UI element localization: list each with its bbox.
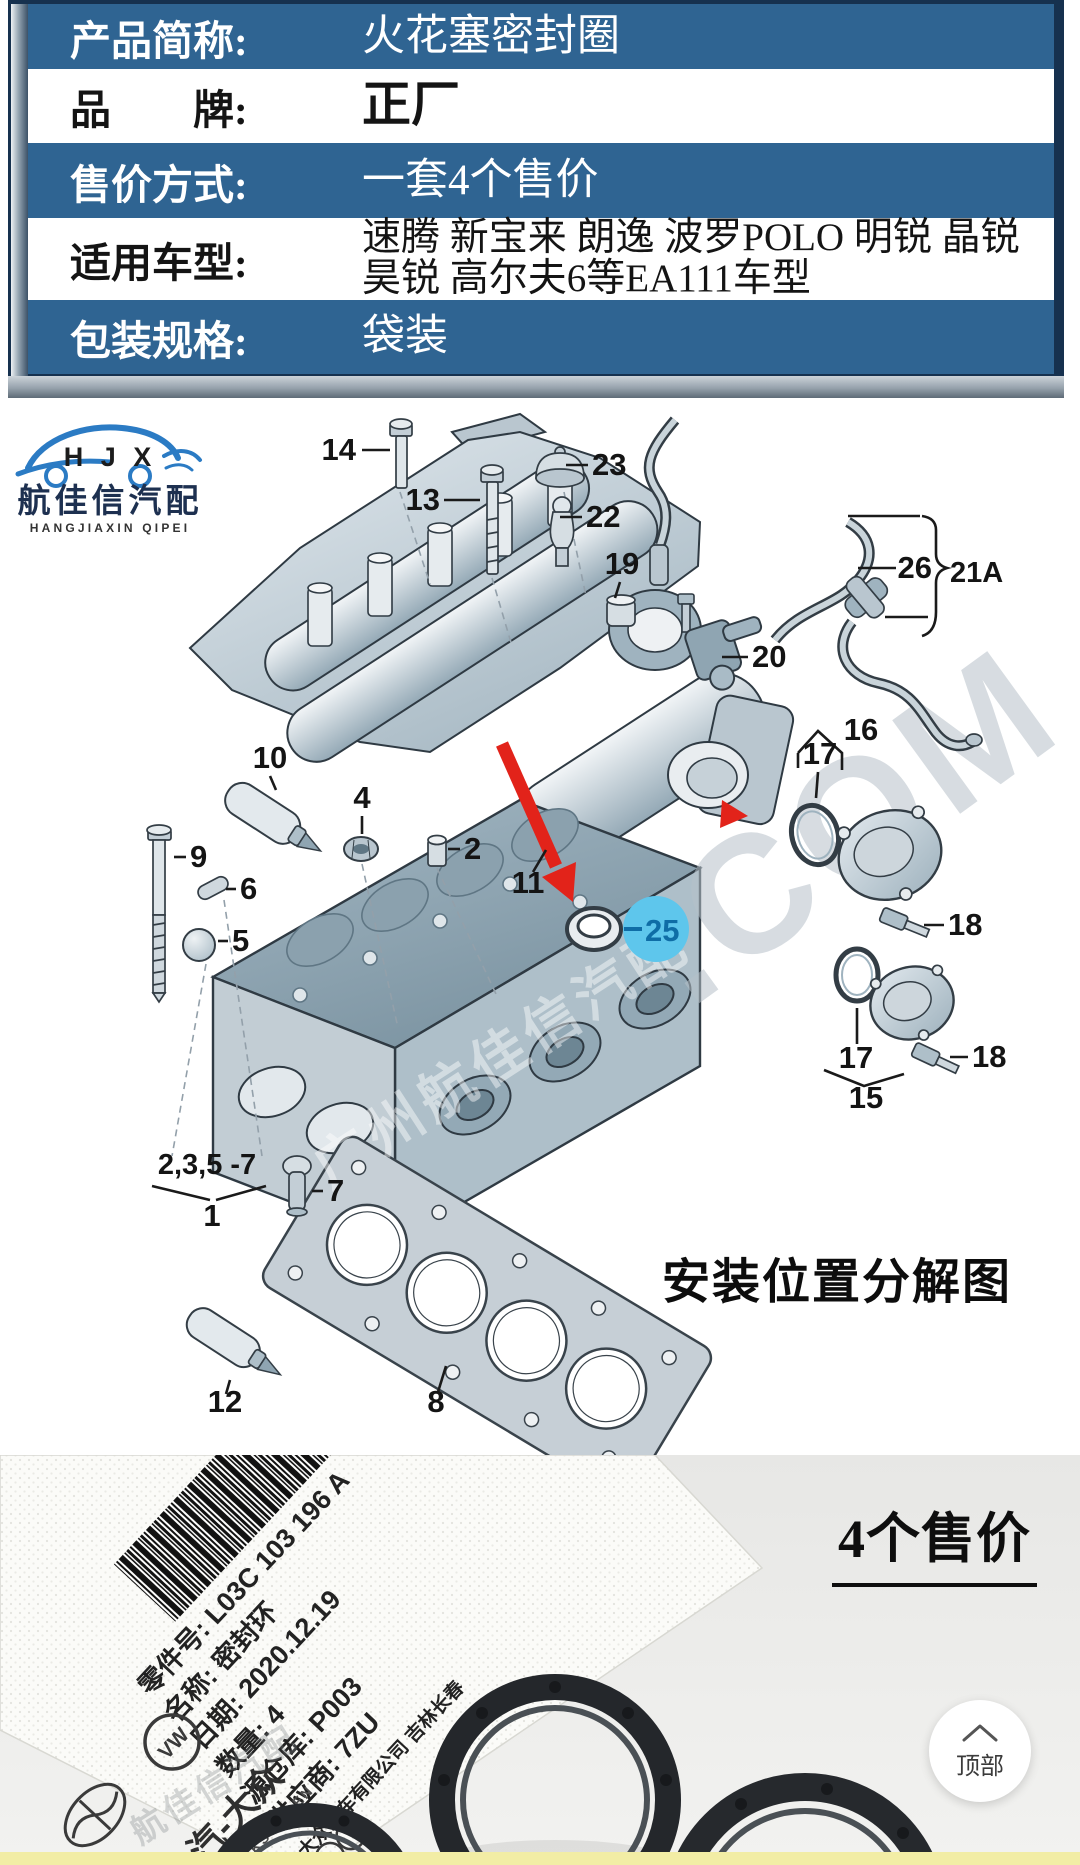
install-arrow-small [720, 800, 748, 828]
table-row-packaging: 包装规格: 袋装 [28, 300, 1054, 374]
table-row-brand: 品 牌: 正厂 [28, 69, 1054, 143]
part-label-22: 22 [586, 499, 620, 534]
table-bottom-frame [8, 376, 1064, 398]
part-label-4: 4 [353, 780, 371, 815]
head-gasket-part [261, 1135, 713, 1456]
diagram-caption: 安装位置分解图 [662, 1256, 1012, 1309]
sensor-part-20 [677, 593, 763, 691]
table-frame-strip [11, 4, 28, 376]
part-label-12: 12 [208, 1384, 242, 1419]
cap-part-23 [535, 446, 585, 488]
sleeve-part-19 [606, 594, 636, 627]
faw-logo-icon [63, 1782, 127, 1848]
part-label-17a: 17 [803, 736, 837, 771]
cap-part-5 [182, 928, 216, 962]
price-note-heading: 4个售价 [832, 1494, 1037, 1587]
chevron-up-icon [962, 1724, 998, 1741]
highlight-circle [623, 896, 689, 962]
bolt-part-13 [480, 464, 504, 575]
part-label-11: 11 [512, 865, 545, 900]
part-label-8: 8 [427, 1384, 444, 1419]
part-label-18b: 18 [972, 1039, 1006, 1074]
part-label-5: 5 [232, 923, 249, 958]
bolt-part-14 [389, 418, 413, 489]
cylinder-head-part [210, 798, 703, 1245]
part-label-19: 19 [605, 546, 639, 581]
row-value: 正厂 [362, 78, 461, 133]
row-label: 售价方式: [70, 161, 248, 208]
back-to-top-button[interactable]: 顶部 [929, 1700, 1031, 1802]
part-label-17b: 17 [839, 1040, 873, 1075]
part-label-25: 25 [645, 913, 679, 948]
valve-part-22 [549, 496, 575, 567]
row-label: 包装规格: [70, 318, 248, 364]
part-label-18a: 18 [948, 907, 982, 942]
back-to-top-label: 顶部 [956, 1752, 1004, 1780]
part-label-group: 2,3,5 -7 [158, 1149, 256, 1181]
hose-part-21A-lower [837, 618, 983, 752]
part-label-14: 14 [322, 432, 357, 467]
hose-part-top [643, 416, 680, 586]
bolt-part-9 [146, 824, 172, 1004]
logo-name-cn: 航佳信汽配 [18, 482, 203, 519]
sealant-tube-part-12 [185, 1307, 283, 1376]
row-value: 袋装 [362, 313, 448, 361]
part-label-20: 20 [752, 639, 786, 674]
row-label: 品 牌: [70, 87, 248, 133]
car-swoosh-icon [15, 424, 202, 488]
table-row-pricing: 售价方式: 一套4个售价 [28, 143, 1054, 218]
dowel-part-6 [197, 875, 229, 901]
part-label-9: 9 [190, 839, 207, 874]
part-label-15: 15 [849, 1080, 883, 1115]
part-label-21A: 21A [950, 557, 1003, 589]
row-value: 一套4个售价 [362, 156, 599, 204]
bottom-strip [0, 1852, 1080, 1865]
part-label-1: 1 [203, 1198, 220, 1233]
logo-name-en: HANGJIAXIN QIPEI [30, 521, 191, 535]
install-arrow [496, 741, 748, 902]
plug-part-7 [282, 1155, 312, 1217]
sealant-tube-part-10 [224, 781, 323, 853]
exploded-view-diagram: .COM 广州航佳信汽配 [146, 412, 1080, 1456]
bolt-part-18-lower [910, 1042, 961, 1075]
table-row-product-name: 产品简称: 火花塞密封圈 [28, 4, 1054, 69]
o-ring-part-17-upper [788, 802, 842, 868]
label-connectors [151, 448, 968, 1395]
part-label-26: 26 [898, 550, 932, 585]
barcode [113, 1455, 359, 1622]
row-label: 产品简称: [70, 17, 248, 64]
company-logo: H J X 航佳信汽配 HANGJIAXIN QIPEI [15, 424, 203, 535]
product-spec-table: 产品简称: 火花塞密封圈 品 牌: 正厂 售价方式: 一套4个售价 适用车型: … [8, 0, 1064, 398]
spacer-part-2 [427, 834, 447, 867]
row-value: 火花塞密封圈 [362, 12, 620, 60]
part-label-2: 2 [464, 831, 481, 866]
o-ring-part-17-lower [833, 946, 881, 1004]
part-label-23: 23 [592, 447, 626, 482]
part-label-10: 10 [253, 740, 287, 775]
part-label-6: 6 [240, 871, 257, 906]
row-label: 适用车型: [70, 240, 248, 286]
part-label-7: 7 [327, 1173, 344, 1208]
cover-part-16-lower [869, 964, 955, 1041]
cover-part-16-upper [837, 805, 943, 902]
connector-part-26 [844, 575, 889, 619]
row-value: 速腾 新宝来 朗逸 波罗POLO 明锐 晶锐 昊锐 高尔夫6等EA111车型 [362, 216, 1020, 300]
grommet-part-4 [343, 836, 379, 862]
bolt-part-18-upper [878, 907, 931, 939]
table-row-models: 适用车型: 速腾 新宝来 朗逸 波罗POLO 明锐 晶锐 昊锐 高尔夫6等EA1… [28, 216, 1054, 300]
part-label-13: 13 [406, 482, 440, 517]
part-label-16: 16 [844, 712, 878, 747]
logo-monogram: H J X [64, 442, 157, 472]
seal-ring-part-25 [565, 896, 689, 962]
